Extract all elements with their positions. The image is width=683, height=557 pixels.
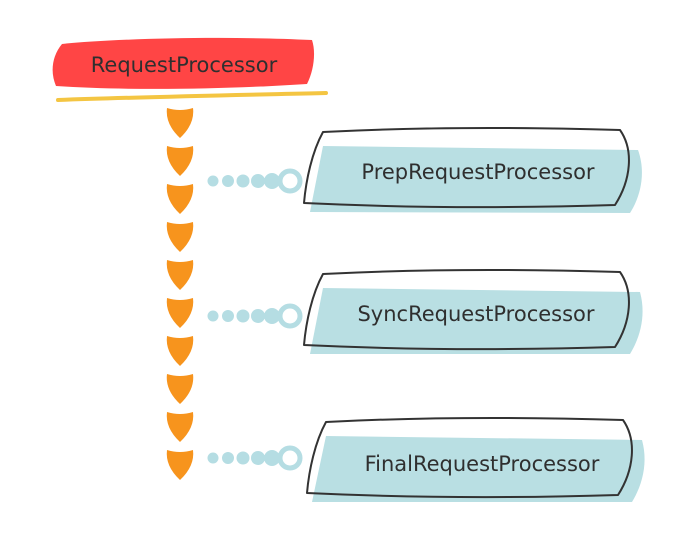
connectors (207, 168, 303, 471)
chain-marker (166, 336, 194, 366)
processor-label: SyncRequestProcessor (357, 302, 594, 326)
chain-marker (166, 298, 194, 328)
chain-marker (166, 108, 194, 138)
chain-marker (166, 450, 194, 480)
connector-dot (236, 451, 250, 465)
connector-dot (222, 175, 234, 187)
chain-marker (166, 184, 194, 214)
chain-marker (166, 374, 194, 404)
connector-dot (222, 452, 234, 464)
connector-dot (236, 174, 250, 188)
card-outline (303, 268, 630, 351)
connector-dot (251, 309, 265, 323)
connector-dot (251, 451, 265, 465)
chain-marker (166, 260, 194, 290)
connector-ring (277, 168, 303, 194)
processor-card-final: FinalRequestProcessor (306, 416, 645, 502)
connector-dot (264, 308, 280, 324)
connector-dot (251, 174, 265, 188)
card-outline (306, 416, 633, 499)
connector-3 (207, 445, 303, 471)
connector-dot (236, 309, 250, 323)
processor-label: FinalRequestProcessor (365, 452, 600, 476)
connector-1 (207, 168, 303, 194)
chain-marker (166, 146, 194, 176)
connector-ring (277, 303, 303, 329)
processor-card-sync: SyncRequestProcessor (303, 268, 643, 354)
card-shadow (310, 288, 643, 354)
connector-dot (222, 310, 234, 322)
processor-card-prep: PrepRequestProcessor (303, 126, 642, 213)
root-label: RequestProcessor (91, 53, 278, 77)
connector-ring (277, 445, 303, 471)
card-shadow (312, 436, 645, 502)
connector-dot (264, 173, 280, 189)
root-underline (56, 91, 328, 102)
chain-marker (166, 222, 194, 252)
connector-dot (207, 452, 219, 464)
card-shadow (310, 146, 642, 213)
card-outline (303, 126, 630, 209)
chain-marker (166, 412, 194, 442)
chain-markers (166, 108, 194, 480)
connector-2 (207, 303, 303, 329)
connector-dot (264, 450, 280, 466)
root-highlight (52, 37, 315, 89)
connector-dot (207, 310, 219, 322)
connector-dot (207, 175, 219, 187)
root-node: RequestProcessor (52, 37, 328, 102)
processor-label: PrepRequestProcessor (361, 160, 595, 184)
